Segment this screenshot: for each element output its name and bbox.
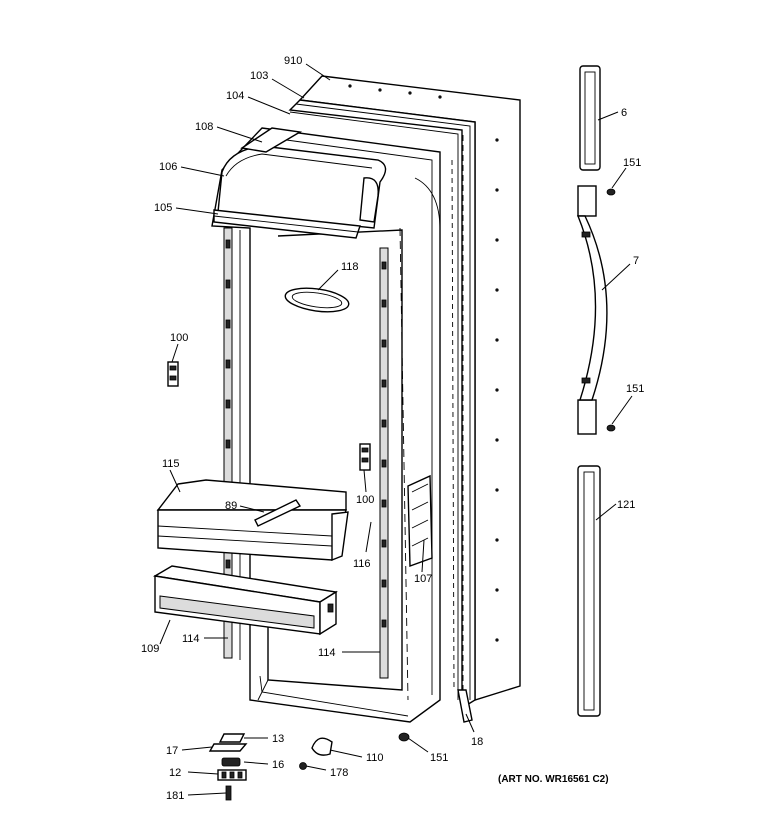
callout-89: 89 xyxy=(225,500,237,512)
callout-18: 18 xyxy=(471,736,483,748)
screw-151-mid xyxy=(606,424,616,432)
callout-121: 121 xyxy=(617,499,635,511)
callout-6: 6 xyxy=(621,107,627,119)
clip-100-left xyxy=(167,361,179,387)
callout-151-mid: 151 xyxy=(626,383,644,395)
door-liner xyxy=(211,127,455,723)
callout-910: 910 xyxy=(284,55,302,67)
callout-110: 110 xyxy=(366,752,384,764)
callout-103: 103 xyxy=(250,70,268,82)
callout-116: 116 xyxy=(353,558,371,570)
callout-12: 12 xyxy=(169,767,181,779)
screw-151-bottom xyxy=(398,732,410,742)
callout-151-top: 151 xyxy=(623,157,641,169)
callout-108: 108 xyxy=(195,121,213,133)
screw-151-top xyxy=(606,188,616,196)
callout-labels: 910 103 104 108 106 105 118 100 115 89 1… xyxy=(141,55,644,802)
callout-115: 115 xyxy=(162,458,180,470)
clip-100-right xyxy=(359,443,371,471)
handle-trim-6 xyxy=(579,65,601,171)
leader-lines xyxy=(159,63,633,796)
callout-7: 7 xyxy=(633,255,639,267)
hinge-parts xyxy=(208,733,248,801)
callout-105: 105 xyxy=(154,202,172,214)
callout-100-left: 100 xyxy=(170,332,188,344)
callout-13: 13 xyxy=(272,733,284,745)
door-stop-18 xyxy=(457,689,473,723)
callout-104: 104 xyxy=(226,90,244,102)
art-number: (ART NO. WR16561 C2) xyxy=(498,774,609,785)
callout-114-left: 114 xyxy=(182,633,200,645)
callout-16: 16 xyxy=(272,759,284,771)
callout-107: 107 xyxy=(414,573,432,585)
shelf-bin-109 xyxy=(152,565,338,636)
callout-181: 181 xyxy=(166,790,184,802)
retainer-107 xyxy=(407,474,433,567)
callout-100-right: 100 xyxy=(356,494,374,506)
trim-strip-121 xyxy=(577,465,601,717)
handle-7 xyxy=(576,185,608,435)
callout-17: 17 xyxy=(166,745,178,757)
callout-106: 106 xyxy=(159,161,177,173)
callout-178: 178 xyxy=(330,767,348,779)
shelf-bin-115 xyxy=(156,479,349,562)
cam-110 xyxy=(299,737,333,770)
callout-109: 109 xyxy=(141,643,159,655)
callout-114-right: 114 xyxy=(318,647,336,659)
callout-151-bottom: 151 xyxy=(430,752,448,764)
dairy-compartment xyxy=(213,127,387,239)
callout-118: 118 xyxy=(341,261,359,273)
